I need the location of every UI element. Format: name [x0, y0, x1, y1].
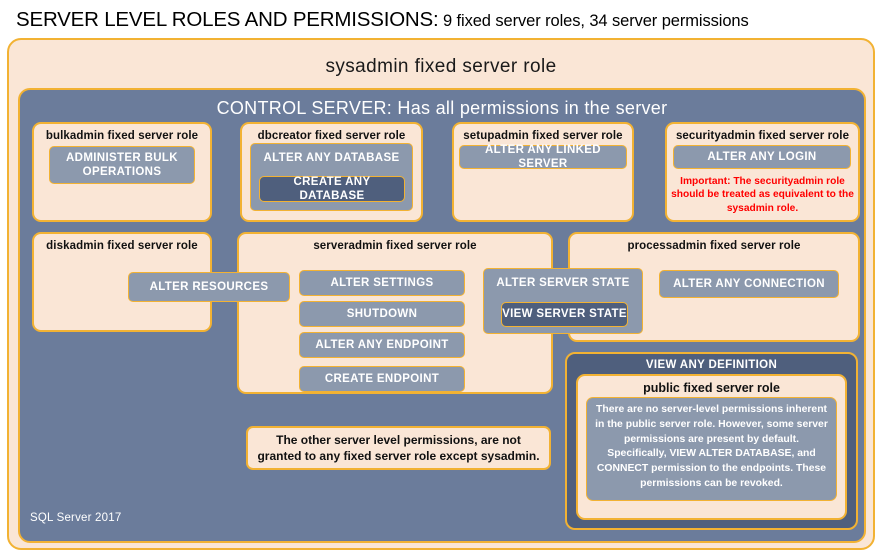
- note-other-permissions: The other server level permissions, are …: [246, 426, 551, 470]
- role-title-setupadmin: setupadmin fixed server role: [463, 130, 623, 142]
- role-title-serveradmin: serveradmin fixed server role: [313, 240, 477, 252]
- role-title-diskadmin: diskadmin fixed server role: [46, 240, 198, 252]
- role-title-securityadmin: securityadmin fixed server role: [675, 130, 850, 142]
- control-server-label: CONTROL SERVER: Has all permissions in t…: [216, 98, 668, 118]
- permission-alter-resources[interactable]: ALTER RESOURCES: [128, 272, 290, 302]
- permission-view-any-definition-label: VIEW ANY DEFINITION: [645, 359, 778, 371]
- permission-create-any-database[interactable]: CREATE ANY DATABASE: [259, 176, 405, 202]
- permission-view-server-state[interactable]: VIEW SERVER STATE: [501, 302, 628, 327]
- page-title: SERVER LEVEL ROLES AND PERMISSIONS: 9 fi…: [16, 8, 866, 36]
- securityadmin-warning-text: Important: The securityadmin role should…: [671, 176, 854, 214]
- permission-alter-any-database-label: ALTER ANY DATABASE: [263, 152, 400, 164]
- role-title-bulkadmin: bulkadmin fixed server role: [45, 130, 199, 142]
- permission-alter-any-linked-server[interactable]: ALTER ANY LINKED SERVER: [459, 144, 627, 170]
- permission-alter-settings[interactable]: ALTER SETTINGS: [299, 270, 465, 296]
- page-title-strong: SERVER LEVEL ROLES AND PERMISSIONS:: [16, 8, 439, 31]
- role-box-securityadmin: securityadmin fixed server role: [665, 122, 860, 222]
- sysadmin-role-label: sysadmin fixed server role: [325, 56, 557, 77]
- role-title-processadmin: processadmin fixed server role: [627, 240, 801, 252]
- page-title-subtitle: 9 fixed server roles, 34 server permissi…: [442, 12, 749, 30]
- permission-alter-any-connection[interactable]: ALTER ANY CONNECTION: [659, 270, 839, 298]
- permission-administer-bulk-operations[interactable]: ADMINISTER BULK OPERATIONS: [49, 146, 195, 184]
- permission-alter-any-login[interactable]: ALTER ANY LOGIN: [673, 145, 851, 169]
- role-title-dbcreator: dbcreator fixed server role: [257, 130, 406, 142]
- public-role-description: There are no server-level permissions in…: [586, 397, 837, 501]
- permission-create-endpoint[interactable]: CREATE ENDPOINT: [299, 366, 465, 392]
- role-title-public: public fixed server role: [643, 381, 780, 395]
- role-box-setupadmin: setupadmin fixed server role: [452, 122, 634, 222]
- permission-shutdown[interactable]: SHUTDOWN: [299, 301, 465, 327]
- permission-alter-any-endpoint[interactable]: ALTER ANY ENDPOINT: [299, 332, 465, 358]
- permission-alter-server-state-label: ALTER SERVER STATE: [496, 277, 630, 289]
- role-box-diskadmin: diskadmin fixed server role: [32, 232, 212, 332]
- footer-product-label: SQL Server 2017: [30, 512, 122, 524]
